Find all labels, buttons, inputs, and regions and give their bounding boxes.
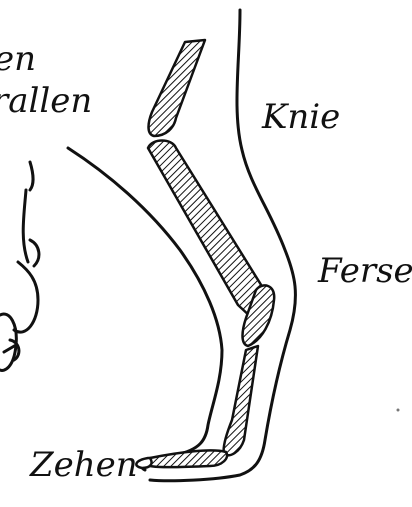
tibia-bone [148, 141, 270, 319]
left-claw-drawing [0, 162, 39, 370]
bones [148, 40, 274, 467]
label-knee: Knie [261, 97, 340, 137]
label-toes: Zehen [29, 445, 138, 485]
metatarsal-bone [224, 346, 258, 455]
label-heel: Ferse [317, 251, 412, 291]
femur-bone [149, 40, 206, 136]
ink-dot [397, 409, 400, 412]
label-fragment-top: en [0, 39, 36, 79]
toe-bone [150, 450, 227, 467]
label-fragment-krallen: rallen [0, 81, 92, 121]
toe-claw [136, 458, 151, 468]
